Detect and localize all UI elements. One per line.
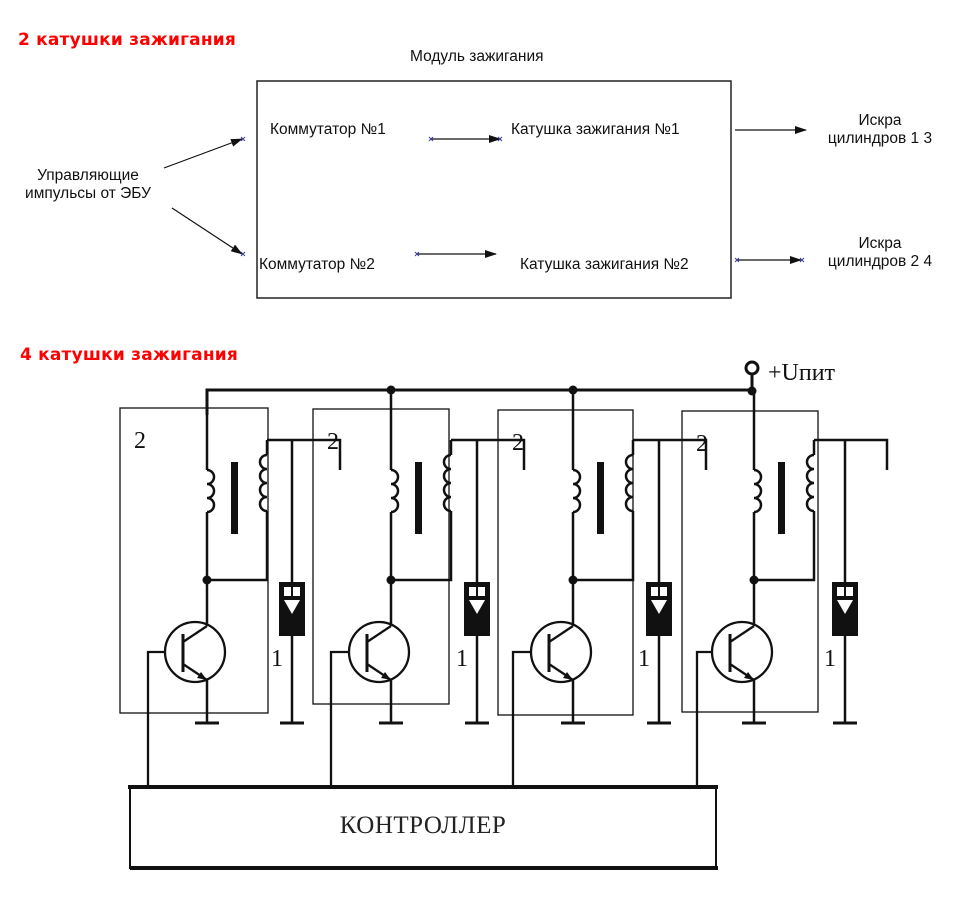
supply-terminal-icon <box>744 360 760 376</box>
control-wire <box>146 650 165 787</box>
ignition-module-box <box>256 80 732 299</box>
section-heading-4-coils: 4 катушки зажигания <box>20 345 239 365</box>
coil-2: Катушка зажигания №2 <box>520 256 689 273</box>
primary-coil-icon <box>390 468 400 514</box>
input-arrow-1 <box>163 138 243 169</box>
spark-1-line2: цилиндров 1 3 <box>827 130 933 147</box>
supply-label: +Uпит <box>768 360 836 386</box>
primary-coil-icon <box>572 468 582 514</box>
spark-plug-number-label: 1 <box>456 646 468 672</box>
spark-2-line2: цилиндров 2 4 <box>827 253 933 270</box>
control-wire <box>695 650 712 787</box>
input-label: Управляющие импульсы от ЭБУ <box>8 167 168 203</box>
module-number-label: 2 <box>696 431 708 457</box>
input-label-line1: Управляющие <box>37 167 139 184</box>
controller-box <box>129 786 717 869</box>
connection-markers <box>240 136 805 263</box>
module-number-label: 2 <box>327 429 339 455</box>
ignition-module-box <box>681 410 819 713</box>
coil-core-icon <box>778 462 785 534</box>
section-heading-2-coils: 2 катушки зажигания <box>18 30 237 50</box>
coil-core-icon <box>231 462 238 534</box>
spark-1-line1: Искра <box>858 112 902 129</box>
coil-1: Катушка зажигания №1 <box>511 121 680 138</box>
control-wire <box>511 650 531 787</box>
commutator-1: Коммутатор №1 <box>270 121 386 138</box>
secondary-coil-icon <box>805 453 815 513</box>
spark-plug-number-label: 1 <box>638 646 650 672</box>
spark-plug-number-label: 1 <box>271 646 283 672</box>
supply-rail <box>205 388 752 415</box>
spark-2-line1: Искра <box>858 235 902 252</box>
spark-1: Искра цилиндров 1 3 <box>805 112 955 148</box>
primary-coil-icon <box>206 468 216 514</box>
coil-core-icon <box>597 462 604 534</box>
module-number-label: 2 <box>134 428 146 454</box>
module-number-label: 2 <box>512 430 524 456</box>
coil-core-icon <box>415 462 422 534</box>
secondary-coil-icon <box>624 453 634 513</box>
spark-2: Искра цилиндров 2 4 <box>805 235 955 271</box>
primary-coil-icon <box>753 468 763 514</box>
module-title: Модуль зажигания <box>410 48 544 65</box>
control-wire <box>329 650 349 787</box>
controller-label: КОНТРОЛЛЕР <box>339 812 507 839</box>
secondary-coil-icon <box>442 453 452 513</box>
commutator-2: Коммутатор №2 <box>259 256 375 273</box>
input-label-line2: импульсы от ЭБУ <box>25 185 151 202</box>
secondary-coil-icon <box>258 453 268 513</box>
spark-plug-number-label: 1 <box>824 646 836 672</box>
input-arrow-2 <box>171 207 243 255</box>
ignition-module-box <box>312 408 450 705</box>
